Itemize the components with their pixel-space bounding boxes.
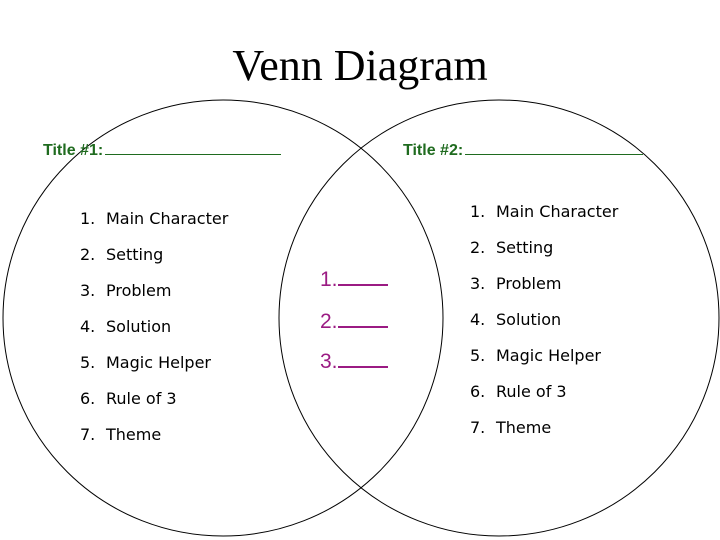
list-item-number: 4. xyxy=(470,310,486,329)
list-item-label: Magic Helper xyxy=(496,346,601,365)
right-list-item: 1. Main Character xyxy=(470,201,618,223)
left-circle xyxy=(2,99,444,537)
list-item-number: 1. xyxy=(80,209,96,228)
overlap-item-blank xyxy=(337,264,388,286)
right-list-item: 7. Theme xyxy=(470,417,551,439)
right-set-title: Title #2: xyxy=(403,138,644,160)
right-list-item: 2. Setting xyxy=(470,237,553,259)
overlap-item-number: 1. xyxy=(320,268,338,291)
list-item-number: 3. xyxy=(80,281,96,300)
right-list-item: 6. Rule of 3 xyxy=(470,381,567,403)
left-list-item: 2. Setting xyxy=(80,244,163,266)
list-item-number: 2. xyxy=(470,238,486,257)
list-item-number: 7. xyxy=(80,425,96,444)
overlap-item-number: 3. xyxy=(320,350,338,373)
left-list-item: 4. Solution xyxy=(80,316,171,338)
overlap-item-blank xyxy=(337,306,388,328)
list-item-number: 6. xyxy=(470,382,486,401)
list-item-label: Setting xyxy=(496,238,554,257)
list-item-number: 5. xyxy=(80,353,96,372)
list-item-number: 1. xyxy=(470,202,486,221)
left-set-title-blank xyxy=(105,138,282,155)
list-item-number: 6. xyxy=(80,389,96,408)
page-title: Venn Diagram xyxy=(232,41,488,90)
left-set-title: Title #1: xyxy=(43,138,282,160)
overlap-item: 3. xyxy=(320,346,388,374)
overlap-item-number: 2. xyxy=(320,310,338,333)
left-set-title-label: Title #1: xyxy=(43,142,104,159)
right-circle xyxy=(278,99,720,537)
list-item-label: Theme xyxy=(106,425,162,444)
list-item-label: Rule of 3 xyxy=(106,389,177,408)
list-item-label: Magic Helper xyxy=(106,353,211,372)
list-item-number: 5. xyxy=(470,346,486,365)
right-set-title-label: Title #2: xyxy=(403,142,464,159)
list-item-label: Rule of 3 xyxy=(496,382,567,401)
list-item-number: 4. xyxy=(80,317,96,336)
right-set-title-blank xyxy=(465,138,644,155)
left-list-item: 1. Main Character xyxy=(80,208,228,230)
list-item-label: Problem xyxy=(106,281,172,300)
right-list-item: 4. Solution xyxy=(470,309,561,331)
overlap-item: 2. xyxy=(320,306,388,334)
list-item-label: Problem xyxy=(496,274,562,293)
left-list-item: 3. Problem xyxy=(80,280,171,302)
list-item-number: 2. xyxy=(80,245,96,264)
list-item-label: Main Character xyxy=(496,202,619,221)
list-item-label: Solution xyxy=(496,310,562,329)
left-list-item: 7. Theme xyxy=(80,424,161,446)
left-list-item: 5. Magic Helper xyxy=(80,352,211,374)
overlap-item-blank xyxy=(337,346,388,368)
left-list-item: 6. Rule of 3 xyxy=(80,388,177,410)
list-item-label: Theme xyxy=(496,418,552,437)
right-list-item: 5. Magic Helper xyxy=(470,345,601,367)
list-item-number: 3. xyxy=(470,274,486,293)
overlap-item: 1. xyxy=(320,264,388,292)
list-item-label: Setting xyxy=(106,245,164,264)
list-item-label: Main Character xyxy=(106,209,229,228)
list-item-number: 7. xyxy=(470,418,486,437)
right-list-item: 3. Problem xyxy=(470,273,561,295)
list-item-label: Solution xyxy=(106,317,172,336)
